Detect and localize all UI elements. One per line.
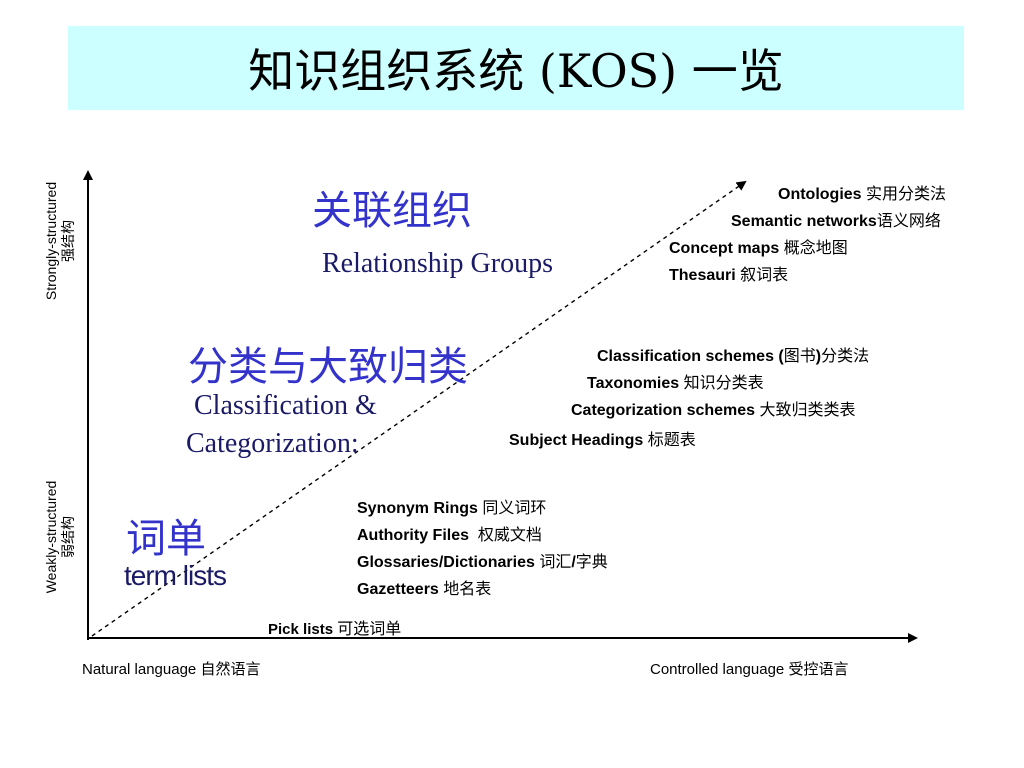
item-authority-files: Authority Files 权威文档 — [357, 525, 542, 544]
item-taxonomies: Taxonomies 知识分类表 — [587, 373, 764, 392]
classification-group-en-line2: Categorization: — [186, 428, 359, 459]
x-axis-right-label: Controlled language 受控语言 — [650, 660, 849, 678]
title-banner: 知识组织系统 (KOS) 一览 — [68, 26, 964, 110]
item-glossaries-dictionaries: Glossaries/Dictionaries 词汇/字典 — [357, 552, 608, 571]
x-axis-left-label: Natural language 自然语言 — [82, 660, 261, 678]
relationship-group-cn: 关联组织 — [312, 188, 472, 234]
classification-group-en-line1: Classification & — [194, 390, 377, 421]
y-axis-bottom-label: Weakly-structured 弱结构 — [43, 480, 76, 594]
item-thesauri: Thesauri 叙词表 — [669, 265, 789, 284]
item-gazetteers: Gazetteers 地名表 — [357, 579, 492, 598]
item-concept-maps: Concept maps 概念地图 — [669, 238, 848, 257]
item-pick-lists: Pick lists 可选词单 — [268, 619, 402, 638]
item-ontologies: Ontologies 实用分类法 — [778, 184, 947, 203]
relationship-group-en: Relationship Groups — [322, 248, 553, 279]
classification-group-cn: 分类与大致归类 — [188, 344, 468, 390]
item-synonym-rings: Synonym Rings 同义词环 — [357, 498, 547, 517]
term-lists-group-cn: 词单 — [126, 516, 206, 562]
item-subject-headings: Subject Headings 标题表 — [509, 430, 696, 449]
item-categorization-schemes: Categorization schemes 大致归类类表 — [571, 400, 856, 419]
item-semantic-networks: Semantic networks语义网络 — [731, 211, 941, 230]
y-axis-top-label: Strongly-structured 强结构 — [43, 181, 76, 301]
term-lists-group-en: term lists — [124, 560, 227, 591]
page-title: 知识组织系统 (KOS) 一览 — [248, 44, 784, 98]
item-classification-schemes: Classification schemes (图书)分类法 — [597, 346, 870, 365]
